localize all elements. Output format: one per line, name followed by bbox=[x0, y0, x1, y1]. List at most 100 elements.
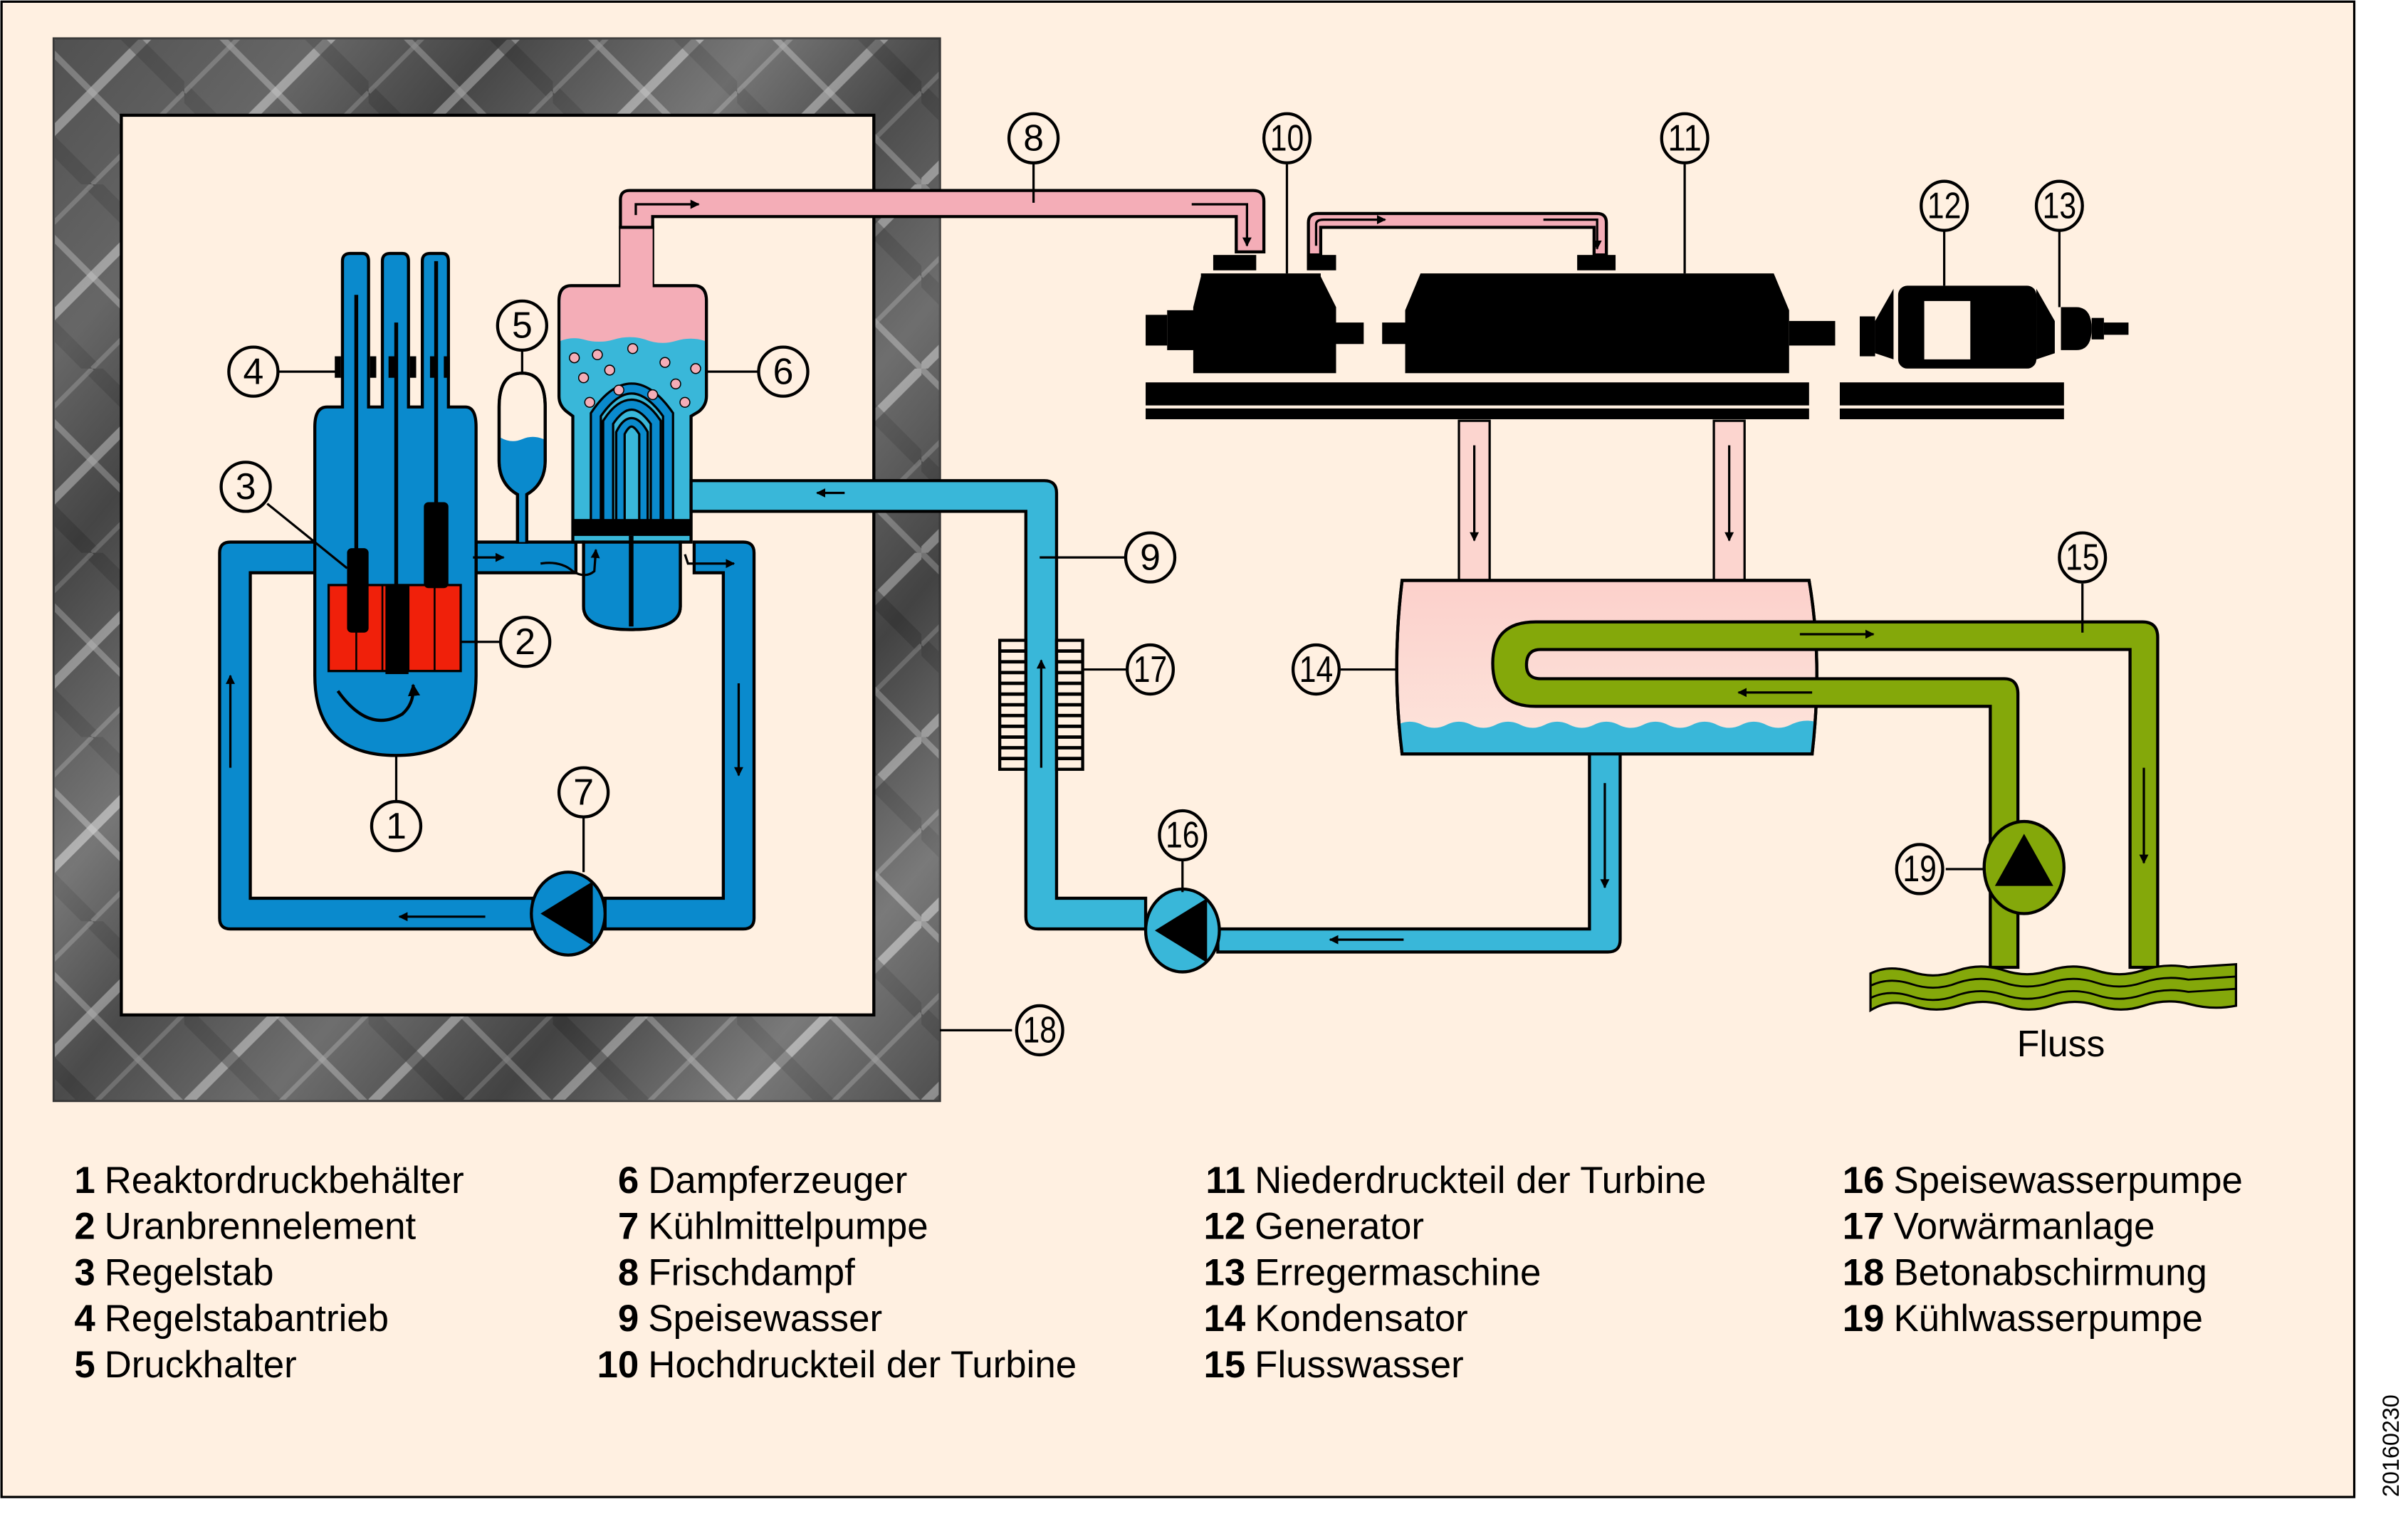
legend-text: Flusswasser bbox=[1255, 1344, 1464, 1386]
leader-lines bbox=[266, 162, 2084, 1032]
callout-14: 14 bbox=[1291, 643, 1341, 696]
legend-text: Regelstab bbox=[105, 1251, 274, 1293]
turbine-set bbox=[1146, 255, 2129, 419]
callout-1: 1 bbox=[370, 799, 423, 853]
callout-10: 10 bbox=[1262, 112, 1312, 164]
steam-generator bbox=[557, 226, 708, 631]
feedwater-loop bbox=[689, 479, 1622, 974]
legend-number: 7 bbox=[618, 1206, 639, 1248]
callout-number: 5 bbox=[512, 305, 533, 346]
callout-number: 17 bbox=[1134, 648, 1167, 690]
legend-number: 14 bbox=[1203, 1298, 1245, 1340]
river-label: Fluss bbox=[2017, 1023, 2105, 1064]
callout-5: 5 bbox=[496, 299, 549, 352]
legend-number: 8 bbox=[618, 1251, 639, 1293]
legend-text: Erregermaschine bbox=[1255, 1251, 1541, 1293]
primary-arrows bbox=[226, 549, 743, 957]
exhaust-pipes bbox=[1457, 419, 1746, 582]
legend-text: Druckhalter bbox=[105, 1344, 297, 1386]
legend-text: Kondensator bbox=[1255, 1298, 1468, 1340]
callout-number: 13 bbox=[2043, 184, 2076, 226]
legend-text: Kühlmittelpumpe bbox=[648, 1206, 928, 1248]
legend-text: Betonabschirmung bbox=[1893, 1251, 2207, 1293]
callout-number: 11 bbox=[1668, 117, 1701, 159]
legend-number: 2 bbox=[74, 1206, 95, 1248]
callout-17: 17 bbox=[1125, 643, 1176, 696]
callout-4: 4 bbox=[227, 345, 280, 398]
callout-3: 3 bbox=[219, 461, 272, 513]
legend-text: Speisewasserpumpe bbox=[1893, 1160, 2242, 1202]
callout-13: 13 bbox=[2034, 179, 2084, 232]
callout-18: 18 bbox=[1015, 1004, 1064, 1057]
legend-number: 5 bbox=[74, 1344, 95, 1386]
callout-16: 16 bbox=[1158, 809, 1208, 862]
callout-number: 15 bbox=[2066, 536, 2099, 577]
condenser bbox=[1395, 579, 1818, 756]
legend-text: Uranbrennelement bbox=[105, 1206, 417, 1248]
legend-number: 15 bbox=[1203, 1344, 1245, 1386]
legend-number: 1 bbox=[74, 1160, 95, 1202]
preheater bbox=[998, 638, 1084, 771]
legend-text: Vorwärmanlage bbox=[1893, 1206, 2155, 1248]
legend-number: 6 bbox=[618, 1160, 639, 1202]
legend-number: 12 bbox=[1203, 1206, 1245, 1248]
callout-number: 1 bbox=[386, 805, 407, 846]
pressurizer bbox=[497, 372, 547, 544]
legend-text: Speisewasser bbox=[648, 1298, 882, 1340]
legend-text: Niederdruckteil der Turbine bbox=[1255, 1160, 1706, 1202]
callout-8: 8 bbox=[1007, 112, 1060, 164]
callout-number: 14 bbox=[1299, 648, 1333, 690]
callout-19: 19 bbox=[1895, 843, 1944, 895]
callout-9: 9 bbox=[1124, 531, 1177, 584]
legend-number: 17 bbox=[1843, 1206, 1885, 1248]
callout-number: 3 bbox=[236, 466, 256, 507]
callout-number: 18 bbox=[1022, 1009, 1056, 1051]
callout-number: 10 bbox=[1270, 117, 1304, 159]
image-id-stamp: 20160230 bbox=[2378, 1394, 2404, 1497]
callout-number: 6 bbox=[773, 350, 794, 391]
reactor-pressure-vessel bbox=[313, 251, 478, 757]
callout-number: 16 bbox=[1166, 814, 1199, 856]
legend-text: Kühlwasserpumpe bbox=[1893, 1298, 2203, 1340]
callout-6: 6 bbox=[757, 345, 810, 398]
callout-11: 11 bbox=[1660, 112, 1710, 164]
callout-number: 12 bbox=[1927, 184, 1961, 226]
callout-15: 15 bbox=[2058, 531, 2108, 584]
legend-number: 3 bbox=[74, 1251, 95, 1293]
callout-number: 8 bbox=[1023, 117, 1044, 159]
callout-number: 4 bbox=[243, 350, 263, 391]
live-steam-pipe bbox=[619, 189, 1608, 257]
legend-number: 18 bbox=[1843, 1251, 1885, 1293]
legend-number: 19 bbox=[1843, 1298, 1885, 1340]
legend-number: 11 bbox=[1205, 1160, 1245, 1202]
legend-text: Regelstabantrieb bbox=[105, 1298, 389, 1340]
legend-text: Frischdampf bbox=[648, 1251, 855, 1293]
legend-text: Generator bbox=[1255, 1206, 1424, 1248]
legend-text: Dampferzeuger bbox=[648, 1160, 907, 1202]
legend-number: 4 bbox=[74, 1298, 95, 1340]
legend-text: Hochdruckteil der Turbine bbox=[648, 1344, 1077, 1386]
callout-number: 2 bbox=[515, 621, 535, 662]
legend-number: 16 bbox=[1843, 1160, 1885, 1202]
callout-number: 19 bbox=[1902, 848, 1936, 889]
legend-text: Reaktordruckbehälter bbox=[105, 1160, 464, 1202]
legend-number: 9 bbox=[618, 1298, 639, 1340]
